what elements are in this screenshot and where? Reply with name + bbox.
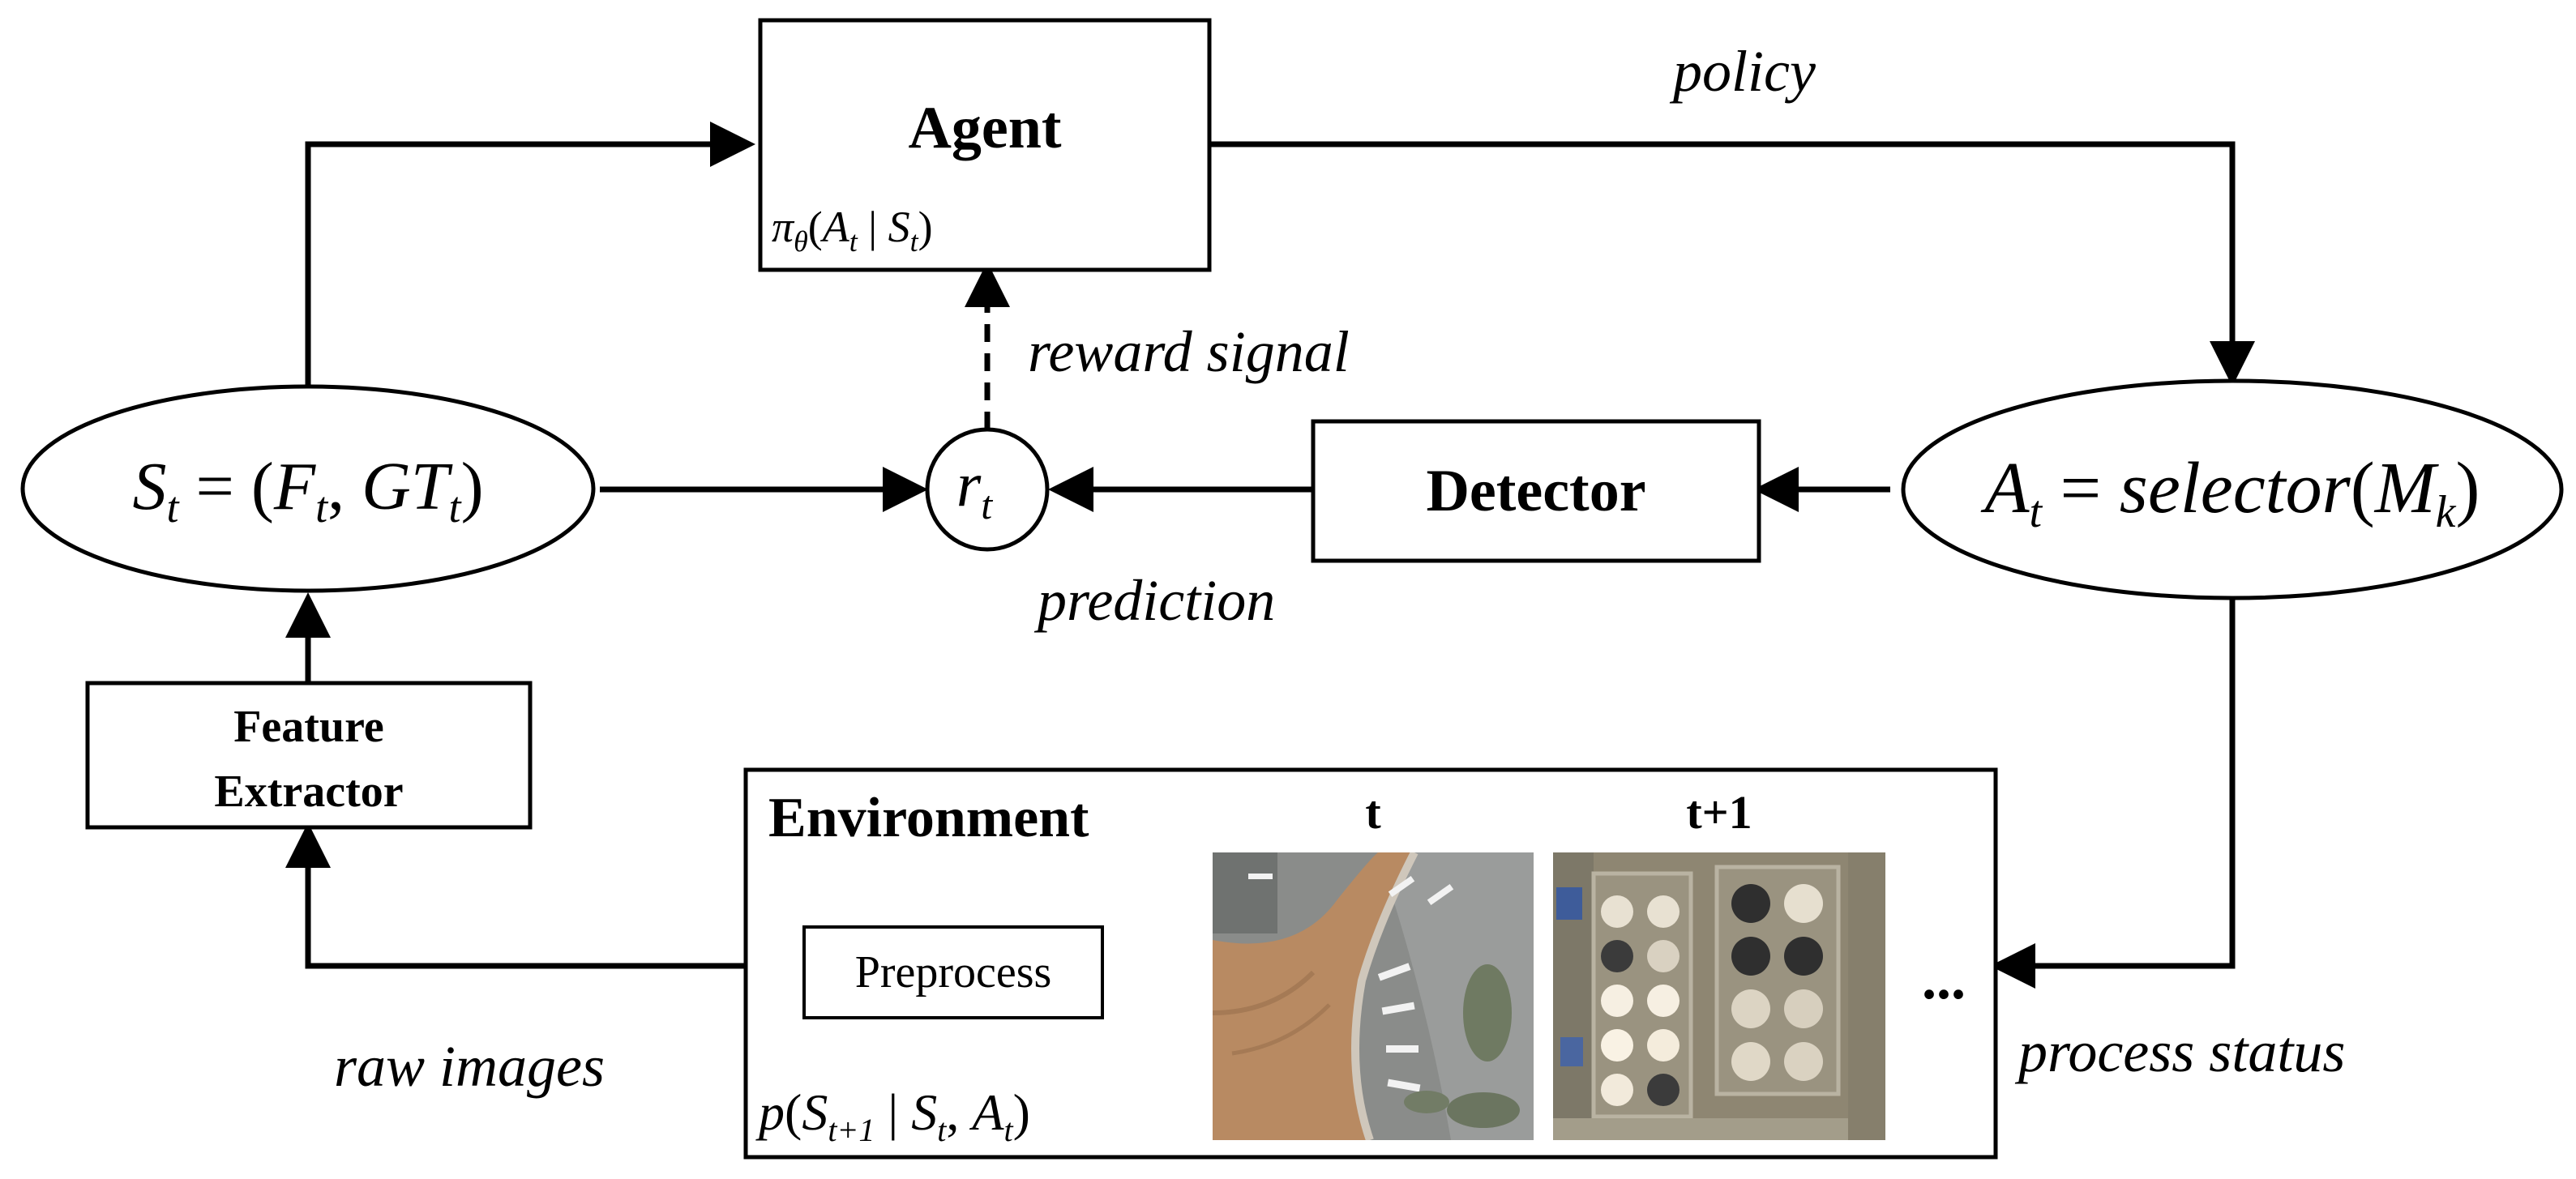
transition-expression: p(St+1 | St, At) xyxy=(755,1083,1030,1148)
frame-t-image xyxy=(1213,852,1534,1140)
environment-box: Environment Preprocess p(St+1 | St, At) … xyxy=(743,767,1998,1160)
agent-policy-expression: πθ(At | St) xyxy=(772,203,933,258)
prediction-label: prediction xyxy=(1033,568,1275,633)
state-node: St = (Ft, GTt) xyxy=(20,384,596,593)
feature-extractor-line1: Feature xyxy=(233,702,384,752)
feature-extractor-box: Feature Extractor xyxy=(85,681,533,830)
agent-title: Agent xyxy=(908,95,1061,161)
agent-box: Agent πθ(At | St) xyxy=(758,18,1212,272)
process-status-label: process status xyxy=(2014,1019,2345,1084)
frame-t-caption: t xyxy=(1365,786,1381,839)
action-to-environment-arrow xyxy=(1990,598,2236,989)
frame-t1-caption: t+1 xyxy=(1686,786,1752,839)
raw-images-label: raw images xyxy=(334,1034,605,1099)
agent-to-action-arrow xyxy=(1209,141,2255,387)
policy-label: policy xyxy=(1669,39,1816,104)
preprocess-box: Preprocess xyxy=(802,925,1104,1019)
state-to-agent-arrow xyxy=(305,122,755,389)
action-expression: At = selector(Mk) xyxy=(1980,448,2480,537)
reward-node: rt xyxy=(925,427,1050,552)
frame-t1-image xyxy=(1553,852,1885,1140)
detector-label: Detector xyxy=(1426,458,1645,524)
preprocess-label: Preprocess xyxy=(855,947,1052,997)
state-expression: St = (Ft, GTt) xyxy=(132,449,483,532)
environment-to-extractor-arrow xyxy=(285,822,746,969)
reward-signal-label: reward signal xyxy=(1028,319,1350,384)
reward-expression: rt xyxy=(956,449,993,528)
more-frames-ellipsis: ... xyxy=(1922,946,1966,1011)
detector-box: Detector xyxy=(1311,419,1761,563)
feature-extractor-line2: Extractor xyxy=(214,767,403,817)
action-node: At = selector(Mk) xyxy=(1901,378,2564,600)
environment-title: Environment xyxy=(768,787,1089,849)
